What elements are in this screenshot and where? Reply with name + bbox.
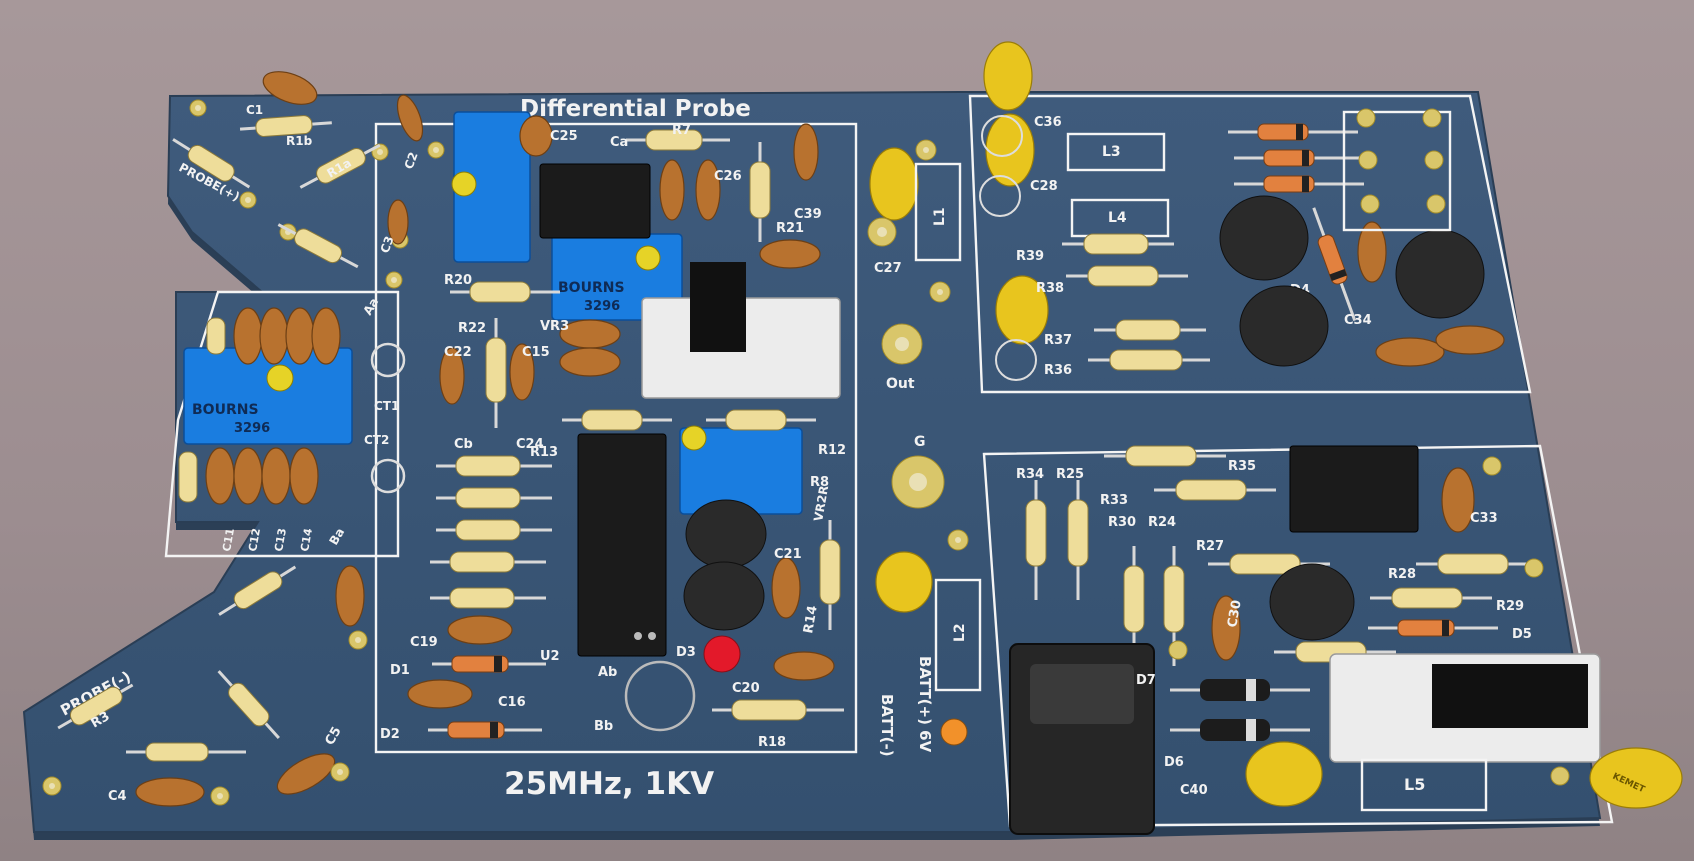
refdes-ct1: CT1 xyxy=(374,399,399,413)
pcb-board xyxy=(22,91,1602,833)
refdes-c13: C13 xyxy=(272,527,289,552)
label-batt-neg: BATT(-) xyxy=(878,694,896,757)
refdes-r21: R21 xyxy=(776,221,804,236)
refdes-c26: C26 xyxy=(714,169,742,184)
amplifier-section: BOURNS 3296 xyxy=(380,111,846,750)
refdes-c12: C12 xyxy=(246,527,263,552)
refdes-r24: R24 xyxy=(1148,515,1176,530)
refdes-c4: C4 xyxy=(108,789,127,804)
refdes-r35: R35 xyxy=(1228,459,1256,474)
refdes-r14: R14 xyxy=(801,604,821,634)
led-d3 xyxy=(703,635,741,673)
refdes-r37: R37 xyxy=(1044,333,1072,348)
refdes-r33: R33 xyxy=(1100,493,1128,508)
refdes-r12: R12 xyxy=(818,443,846,458)
ic-u4 xyxy=(1289,445,1419,533)
refdes-c36: C36 xyxy=(1034,115,1062,130)
refdes-l1: L1 xyxy=(932,207,948,226)
refdes-bb: Bb xyxy=(594,719,613,734)
board-title: Differential Probe xyxy=(520,96,751,122)
refdes-c34: C34 xyxy=(1344,313,1372,328)
refdes-l4: L4 xyxy=(1108,210,1127,226)
refdes-c33: C33 xyxy=(1470,511,1498,526)
model-label: 3296 xyxy=(234,421,270,436)
refdes-r13: R13 xyxy=(530,445,558,460)
led-orange xyxy=(940,718,968,746)
label-batt-pos: BATT(+) 6V xyxy=(916,656,934,753)
refdes-r20: R20 xyxy=(444,273,472,288)
refdes-r18: R18 xyxy=(758,735,786,750)
refdes-d7: D7 xyxy=(1136,673,1156,688)
refdes-r25: R25 xyxy=(1056,467,1084,482)
refdes-c14: C14 xyxy=(298,527,315,553)
refdes-c20: C20 xyxy=(732,681,760,696)
center-strip: L1 C27 Out G L2 BATT(+) 6V BATT(-) xyxy=(867,139,982,757)
refdes-r29: R29 xyxy=(1496,599,1524,614)
ic-u1 xyxy=(539,163,651,239)
refdes-d1: D1 xyxy=(390,663,410,678)
refdes-r30: R30 xyxy=(1108,515,1136,530)
refdes-c24: C24 xyxy=(516,437,544,452)
refdes-c40: C40 xyxy=(1180,783,1208,798)
refdes-l2: L2 xyxy=(952,623,968,642)
right-top-section: C36 C28 L3 L4 R39 R38 R37 R36 D4 C34 xyxy=(979,41,1505,381)
refdes-c27: C27 xyxy=(874,261,902,276)
model-label-2: 3296 xyxy=(584,299,620,314)
refdes-d2: D2 xyxy=(380,727,400,742)
refdes-d5: D5 xyxy=(1512,627,1532,642)
refdes-r27: R27 xyxy=(1196,539,1224,554)
refdes-c19: C19 xyxy=(410,635,438,650)
refdes-c22: C22 xyxy=(444,345,472,360)
label-g: G xyxy=(914,434,926,450)
refdes-r36: R36 xyxy=(1044,363,1072,378)
label-out: Out xyxy=(886,376,915,392)
refdes-c28: C28 xyxy=(1030,179,1058,194)
refdes-d3: D3 xyxy=(676,645,696,660)
refdes-c3: C3 xyxy=(378,234,397,255)
bourns-label: BOURNS xyxy=(192,402,259,418)
refdes-ct2: CT2 xyxy=(364,433,389,447)
refdes-r38: R38 xyxy=(1036,281,1064,296)
refdes-c15: C15 xyxy=(522,345,550,360)
refdes-c16: C16 xyxy=(498,695,526,710)
refdes-vr2r: VR2R xyxy=(811,485,831,523)
refdes-c39: C39 xyxy=(794,207,822,222)
refdes-r34: R34 xyxy=(1016,467,1044,482)
refdes-r1b: R1b xyxy=(286,134,313,148)
refdes-d6: D6 xyxy=(1164,755,1184,770)
refdes-r39: R39 xyxy=(1016,249,1044,264)
refdes-cb: Cb xyxy=(454,437,473,452)
refdes-c2: C2 xyxy=(402,150,421,171)
refdes-r7: R7 xyxy=(672,123,691,138)
bourns-label-2: BOURNS xyxy=(558,280,625,296)
amp-section-outline xyxy=(374,122,858,754)
refdes-u2: U2 xyxy=(540,649,560,664)
cap-bank-top xyxy=(233,307,341,365)
refdes-r28: R28 xyxy=(1388,567,1416,582)
refdes-c30: C30 xyxy=(1225,599,1245,629)
cap-bank-bottom xyxy=(205,447,319,505)
refdes-c25: C25 xyxy=(550,129,578,144)
refdes-ca: Ca xyxy=(610,135,628,150)
board-spec: 25MHz, 1KV xyxy=(504,766,714,802)
ic-u2-dip xyxy=(577,433,667,657)
refdes-c11: C11 xyxy=(220,527,237,552)
refdes-l3: L3 xyxy=(1102,144,1121,160)
trimmer-screw xyxy=(266,364,294,392)
refdes-vr3: VR3 xyxy=(540,319,569,334)
right-top-outline xyxy=(968,94,1532,394)
refdes-ab: Ab xyxy=(598,665,617,680)
refdes-l5: L5 xyxy=(1404,775,1425,794)
refdes-r22: R22 xyxy=(458,321,486,336)
refdes-r8: R8 xyxy=(810,475,829,490)
probe-neg-area: PROBE(-) C4 C5 R3 xyxy=(42,565,368,807)
refdes-c1: C1 xyxy=(246,103,263,117)
right-bottom-section: KEMET L5 R34 R25 R35 R33 R30 R24 R27 R28… xyxy=(1009,445,1683,835)
refdes-c21: C21 xyxy=(774,547,802,562)
